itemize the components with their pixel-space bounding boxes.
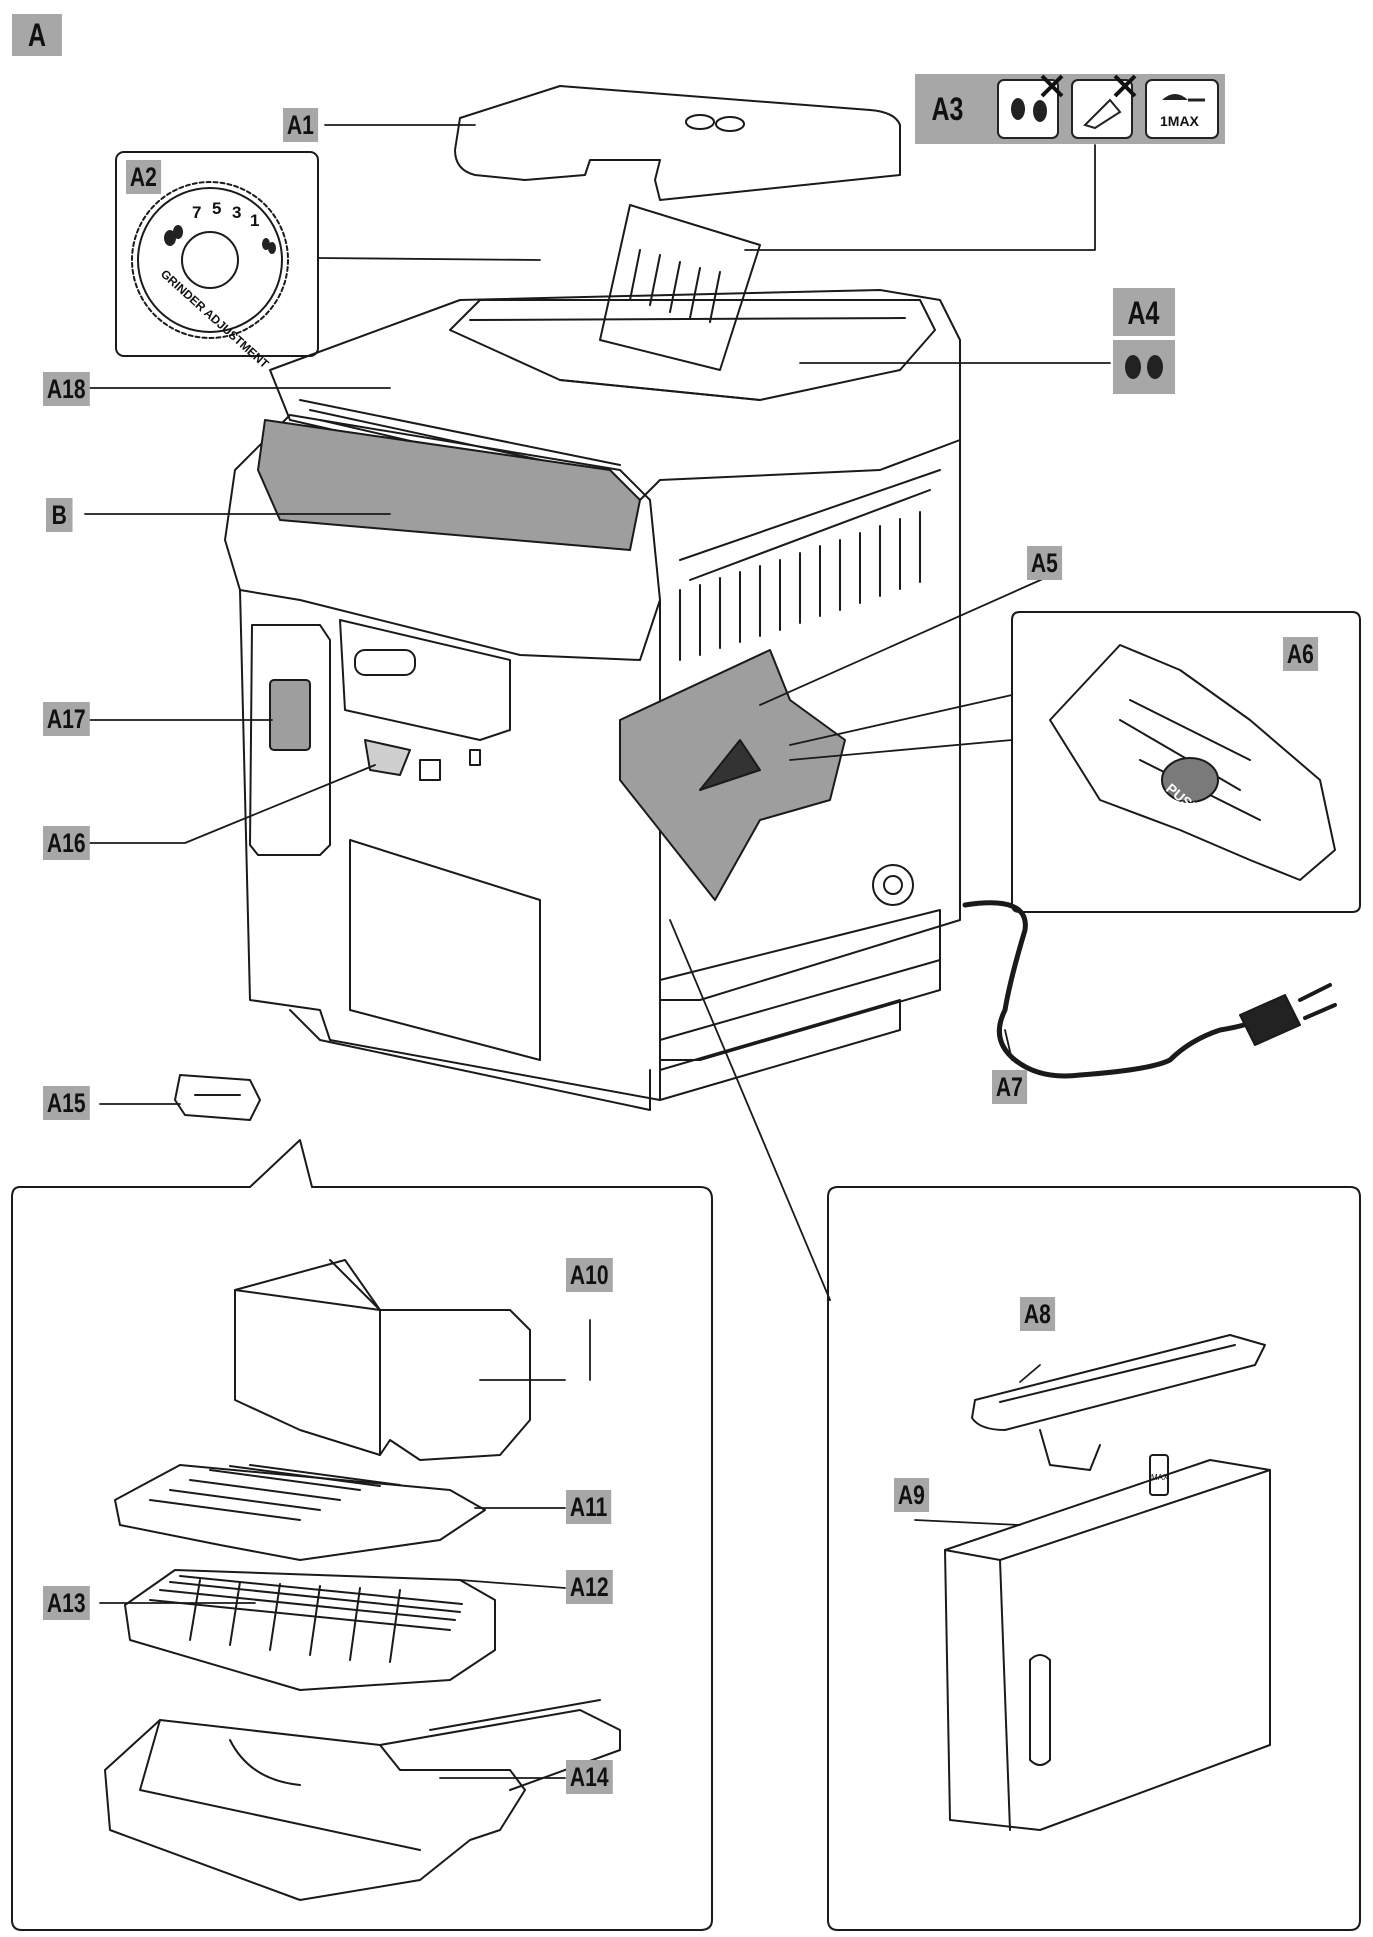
callout-a6: A6 [1283, 637, 1318, 671]
callout-a9: A9 [894, 1478, 929, 1512]
a9-max-text: MAX [1151, 1473, 1169, 1482]
a2-dial-bean-icons [164, 225, 276, 254]
a4-beans [1125, 355, 1163, 379]
a1-lid-grip [715, 116, 745, 132]
a4-icon-box [1113, 340, 1175, 394]
dial-number: 5 [212, 199, 221, 218]
a17-button [269, 679, 311, 751]
drip-tray-front [289, 1009, 651, 1111]
callout-a7: A7 [992, 1070, 1027, 1104]
a2-dial-numbers: 7 5 3 1 [192, 199, 259, 230]
a6-inset-box [1011, 611, 1361, 913]
a3-flap [599, 204, 761, 371]
callout-a16: A16 [43, 826, 90, 860]
callout-a13: A13 [43, 1586, 90, 1620]
a7-plug [1239, 994, 1301, 1046]
dial-number: 7 [192, 203, 201, 222]
a9-tank-slot [659, 909, 941, 1061]
control-panel-housing [224, 414, 661, 661]
a12-drip-tray [124, 1569, 496, 1691]
machine-front-left [239, 589, 661, 1101]
callout-a5: A5 [1027, 546, 1062, 580]
dial-number: 1 [250, 211, 259, 230]
right-inset-box [827, 1186, 1361, 1931]
callout-a18: A18 [43, 372, 90, 406]
dial-number: 3 [232, 203, 241, 222]
b-control-panel [257, 419, 641, 551]
figure-label: A [12, 14, 62, 56]
callout-a2: A2 [126, 160, 161, 194]
a15-part [174, 1074, 261, 1121]
scoop-text: 1MAX [1160, 113, 1200, 129]
callout-a15: A15 [43, 1086, 90, 1120]
a17-side-panel [249, 624, 331, 856]
coffee-bean-icon [1125, 355, 1141, 379]
a2-dial [131, 181, 289, 339]
bean-hopper-rim [449, 299, 936, 401]
brew-unit-block [339, 619, 511, 741]
right-side-vents [679, 469, 941, 581]
a7-power-cord [962, 900, 1258, 1079]
a9-water-tank [944, 1459, 1271, 1831]
callout-a12: A12 [566, 1570, 613, 1604]
a11-cup-grille [114, 1464, 486, 1561]
a6-knob [872, 864, 914, 906]
front-chamber [349, 839, 541, 1061]
a2-inset-box [115, 151, 319, 357]
a6-brew-unit [1049, 644, 1336, 881]
callout-a17: A17 [43, 702, 90, 736]
callout-a4: A4 [1122, 292, 1165, 334]
measuring-scoop-icon [1145, 79, 1219, 139]
coffee-bean-icon [1147, 355, 1163, 379]
leader-lines [85, 125, 1111, 1779]
left-inset-box [11, 1139, 713, 1931]
a16-nozzle [364, 739, 411, 776]
callout-a8: A8 [1020, 1297, 1055, 1331]
a1-lid-grip [685, 114, 715, 130]
a10-grounds-container [234, 1259, 531, 1461]
a14-base-tray [104, 1719, 526, 1901]
callout-a11: A11 [566, 1490, 612, 1524]
a1-lid [454, 85, 901, 201]
callout-b: B [46, 498, 73, 532]
a13-tray-ribs [149, 1575, 463, 1631]
callout-a1: A1 [283, 108, 318, 142]
callout-a14: A14 [566, 1760, 613, 1794]
callout-a10: A10 [566, 1258, 613, 1292]
callout-a3: A3 [926, 88, 969, 130]
a8-tank-lid [971, 1334, 1266, 1431]
a9-max-mark [1149, 1454, 1169, 1496]
